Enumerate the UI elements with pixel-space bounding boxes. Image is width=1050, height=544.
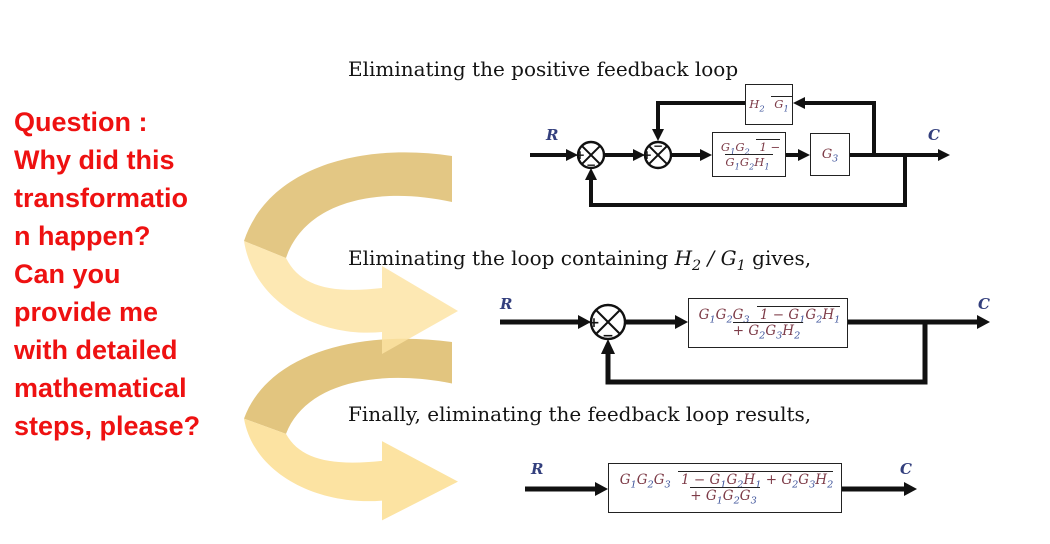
diagram2-transfer-block: G1G2G3 1 − G1G2H1 + G2G3H2 <box>688 298 848 348</box>
arrowhead-icon <box>798 149 810 161</box>
diagram1-sum1-bottom-sign: − <box>586 158 596 172</box>
arrowhead-icon <box>700 149 712 161</box>
diagram2-feedback-line <box>605 322 928 385</box>
diagram2-input-label: R <box>500 295 513 313</box>
diagram1-sum2-top-sign: − <box>653 139 663 153</box>
diagram1-forward-block: G1G2 1 − G1G2H1 <box>712 132 786 177</box>
arrowhead-icon <box>566 149 578 161</box>
arrowhead-icon <box>938 149 950 161</box>
question-text: Question : Why did this transformatio n … <box>14 107 201 441</box>
diagram2-sum-bottom-sign: − <box>602 328 614 344</box>
diagram1-input-label: R <box>546 126 559 144</box>
diagram2-output-label: C <box>978 295 990 313</box>
arrowhead-icon <box>904 482 917 496</box>
diagram1-top-feedback-line <box>805 101 876 155</box>
diagram1-top-feedback-line <box>656 101 745 129</box>
diagram1-gain-block: G3 <box>810 133 850 176</box>
arrowhead-icon <box>585 168 597 180</box>
diagram3-wiring <box>525 482 917 496</box>
diagram3-output-label: C <box>900 460 912 478</box>
curved-arrow-upper <box>244 152 458 354</box>
diagram2-block-numerator: G1G2G3 <box>698 306 750 326</box>
diagram2-title-suffix: gives, <box>745 246 812 270</box>
arrowhead-icon <box>793 97 805 109</box>
diagram1-sum1-left-sign: + <box>575 148 585 162</box>
diagram3-transfer-block: G1G2G3 1 − G1G2H1 + G2G3H2 + G1G2G3 <box>608 463 842 513</box>
arrowhead-icon <box>977 315 990 329</box>
gain-block-label: G3 <box>821 147 839 165</box>
forward-block-numerator: G1G2 <box>720 140 750 157</box>
diagram1-title: Eliminating the positive feedback loop <box>348 57 739 81</box>
diagram1-bottom-feedback-line <box>589 155 907 207</box>
diagram3-block-denominator: 1 − G1G2H1 + G2G3H2 + G1G2G3 <box>678 470 834 506</box>
forward-block-denominator: 1 − G1G2H1 <box>725 139 781 171</box>
sum-cross-icon <box>648 145 668 165</box>
diagram1-feedback-block: H2 G1 <box>745 84 793 125</box>
curved-arrow-lower-swoosh <box>244 418 458 521</box>
diagram1-output-label: C <box>928 126 940 144</box>
sum-cross-icon <box>595 309 621 335</box>
diagram1-wiring: + − + − <box>530 97 950 207</box>
diagram2-sum-left-sign: + <box>588 315 600 331</box>
diagram2-title-prefix: Eliminating the loop containing <box>348 246 675 270</box>
diagram1-sum2-left-sign: + <box>642 148 652 162</box>
feedback-block-denominator: G1 <box>771 96 792 113</box>
curved-arrow-lower-top-band <box>244 338 452 434</box>
diagram3-block-numerator: G1G2G3 <box>619 471 671 491</box>
curved-arrow-upper-top-band <box>244 152 452 258</box>
arrowhead-icon <box>652 129 664 141</box>
arrowhead-icon <box>675 315 688 329</box>
feedback-block-numerator: H2 <box>749 97 765 114</box>
arrowhead-icon <box>595 482 608 496</box>
arrowhead-icon <box>601 339 615 354</box>
diagram3-title: Finally, eliminating the feedback loop r… <box>348 402 812 426</box>
arrowhead-icon <box>633 149 645 161</box>
curved-arrow-lower <box>244 338 458 521</box>
diagram2-title: Eliminating the loop containing H2 / G1 … <box>348 246 812 274</box>
sum-cross-icon <box>581 145 601 165</box>
diagram2-title-math: H2 / G1 <box>674 246 746 274</box>
diagram2-wiring: + − <box>500 303 990 385</box>
diagram2-block-denominator: 1 − G1G2H1 + G2G3H2 <box>732 305 841 342</box>
arrowhead-icon <box>578 315 591 329</box>
curved-arrow-upper-swoosh <box>244 241 458 354</box>
diagram3-input-label: R <box>531 460 544 478</box>
